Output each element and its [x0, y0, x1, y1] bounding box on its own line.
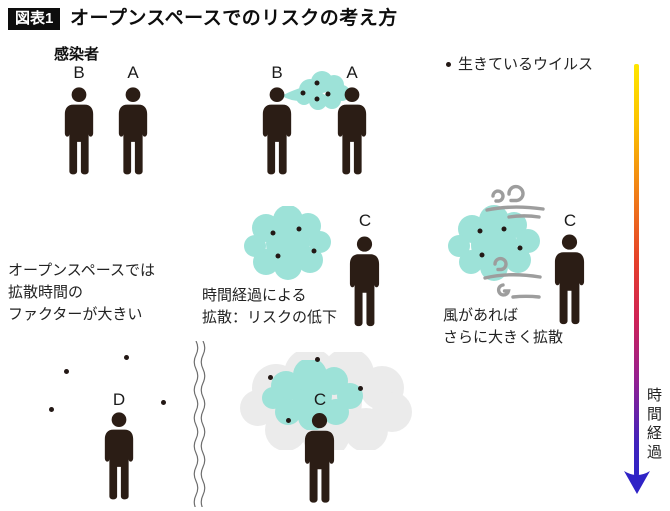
- virus-dot-icon: [64, 369, 69, 374]
- dispersion-caption: 時間経過による 拡散：リスクの低下: [202, 285, 337, 329]
- virus-dot-icon: [315, 357, 320, 362]
- figure-title: オープンスペースでのリスクの考え方: [70, 8, 398, 29]
- person-label-b: B: [271, 63, 283, 82]
- caption-line: 風があれば: [443, 307, 519, 324]
- person-icon: [335, 86, 369, 178]
- virus-dot-icon: [268, 375, 273, 380]
- caption-line: 時間経過による: [202, 287, 307, 304]
- virus-dot-icon: [358, 386, 363, 391]
- breath-cloud-icon: [282, 71, 350, 110]
- person-icon: [302, 411, 337, 507]
- person-label-d: D: [112, 390, 126, 409]
- note-line: オープンスペースでは: [8, 262, 156, 279]
- virus-dot-icon: [49, 407, 54, 412]
- wind-icon: [483, 256, 542, 299]
- person-icon: [102, 411, 136, 503]
- person-label-b: B: [73, 63, 85, 82]
- note-line: ファクターが大きい: [8, 306, 143, 323]
- wind-icon: [485, 184, 545, 219]
- person-icon: [260, 86, 294, 178]
- person-icon: [347, 233, 382, 332]
- wavy-divider: [193, 341, 206, 507]
- caption-line: さらに大きく拡散: [443, 329, 564, 346]
- virus-dot-icon: [124, 355, 129, 360]
- overhead-cloud-icon: [262, 360, 363, 430]
- person-label-c: C: [313, 390, 327, 409]
- person-label-a: A: [127, 63, 139, 82]
- wind-caption: 風があれば さらに大きく拡散: [443, 305, 563, 349]
- person-icon: [62, 86, 96, 178]
- person-icon: [116, 86, 150, 178]
- time-arrow: [634, 64, 639, 476]
- virus-dot-icon: [161, 400, 166, 405]
- dispersed-cloud-icon: [244, 206, 331, 280]
- person-label-c: C: [563, 211, 577, 230]
- arrowhead-icon: [624, 471, 650, 494]
- legend-label: 生きているウイルス: [458, 56, 594, 73]
- person-label-c: C: [358, 211, 372, 230]
- infected-caption: 感染者: [54, 46, 100, 63]
- virus-dot-icon: [446, 62, 451, 67]
- time-label: 時間経過: [645, 387, 662, 463]
- virus-dot-icon: [286, 418, 291, 423]
- note-line: 拡散時間の: [8, 284, 84, 301]
- open-space-note: オープンスペースでは 拡散時間の ファクターが大きい: [8, 260, 155, 326]
- caption-line: 拡散：リスクの低下: [202, 309, 338, 326]
- figure-badge: 図表1: [8, 8, 61, 30]
- person-label-a: A: [346, 63, 358, 82]
